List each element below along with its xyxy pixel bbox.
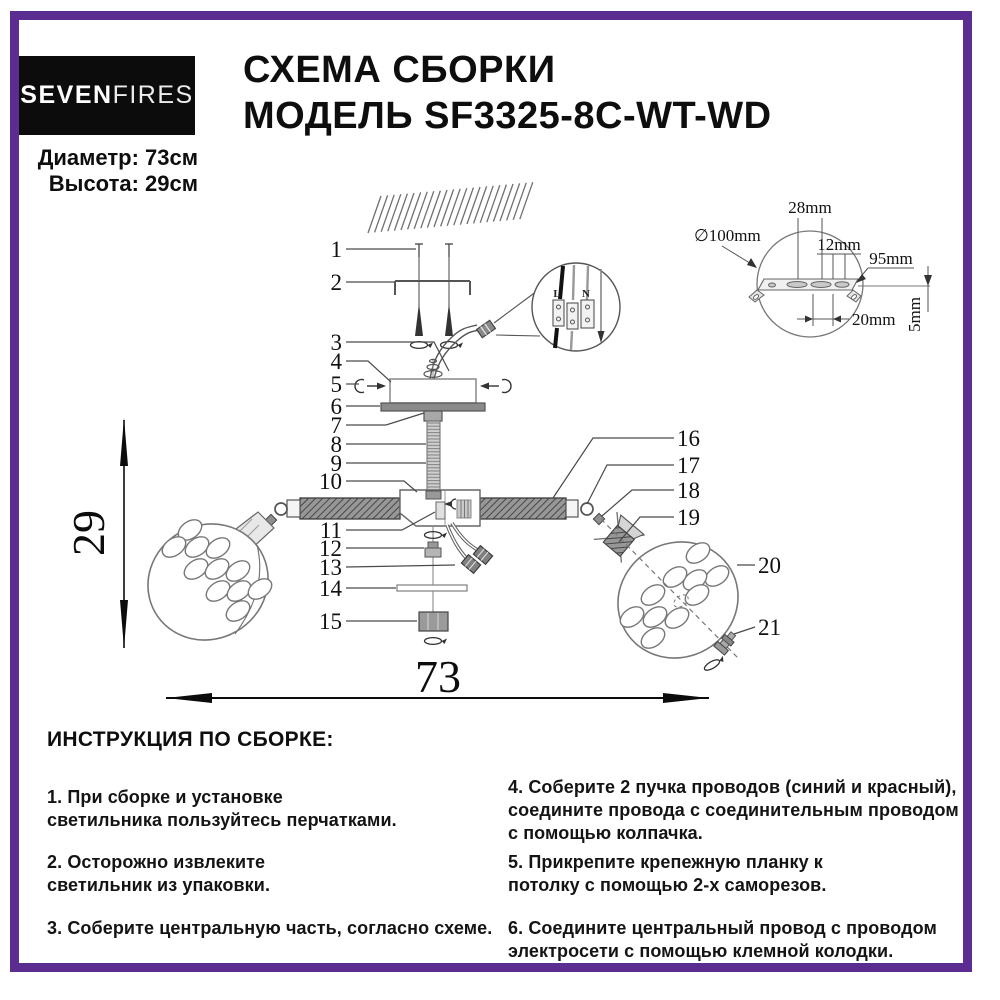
brand-logo-bold: SEVEN	[20, 81, 113, 109]
specs: Диаметр: 73см Высота: 29см	[18, 145, 198, 197]
finial-fastener	[713, 631, 737, 656]
central-hub	[286, 489, 579, 527]
left-arm	[299, 497, 401, 520]
instruction-step-5: 5. Прикрепите крепежную планку к потолку…	[508, 852, 827, 895]
canopy-assembly	[354, 358, 512, 507]
mounting-plate	[757, 278, 859, 291]
purple-border-frame	[10, 11, 972, 972]
part-label-17: 17	[677, 453, 700, 478]
spec-height: Высота: 29см	[48, 171, 198, 196]
rotate-arrow-screw1	[409, 340, 434, 350]
width-value: 73	[415, 651, 461, 702]
part-label-18: 18	[677, 478, 700, 503]
connector-body	[424, 547, 442, 558]
instruction-step-4: 4. Соберите 2 пучка проводов (синий и кр…	[508, 777, 959, 843]
part-label-12: 12	[319, 536, 342, 561]
page-title: СХЕМА СБОРКИ МОДЕЛЬ SF3325-8C-WT-WD	[243, 47, 772, 139]
connector-small	[427, 541, 439, 549]
part-label-9: 9	[331, 451, 343, 476]
part-label-8: 8	[331, 432, 343, 457]
plate-diameter-label: ∅100mm	[694, 226, 761, 245]
flat-plate	[396, 584, 468, 592]
left-shade-assembly	[147, 502, 288, 641]
title-line1: СХЕМА СБОРКИ	[243, 49, 556, 91]
instructions-heading: ИНСТРУКЦИЯ ПО СБОРКЕ:	[47, 728, 334, 751]
part-label-21: 21	[758, 615, 781, 640]
rotate-arrow-finial	[702, 654, 727, 673]
hub-wires	[445, 522, 494, 575]
instruction-step-1: 1. При сборке и установке светильника по…	[47, 787, 397, 830]
instruction-step-2: 2. Осторожно извлеките светильник из упа…	[47, 852, 271, 895]
ceiling-plate	[380, 402, 486, 412]
right-arm	[479, 497, 567, 520]
spec-diameter: Диаметр: 73см	[37, 145, 198, 170]
left-shade-holes	[161, 519, 273, 622]
part-label-19: 19	[677, 505, 700, 530]
instruction-step-3: 3. Соберите центральную часть, согласно …	[47, 918, 493, 938]
right-shade-assembly	[580, 502, 739, 659]
part-label-10: 10	[319, 469, 342, 494]
bracket-detail: ∅100mm 28mm 12mm 95mm 20mm 5mm	[694, 198, 932, 338]
part-label-16: 16	[677, 426, 700, 451]
plate-thickness-label: 5mm	[905, 297, 924, 332]
leader-lines	[345, 248, 756, 635]
canopy-cup	[389, 378, 477, 404]
instruction-step-6: 6. Соедините центральный провод с провод…	[508, 918, 937, 961]
side-screw-right	[480, 378, 512, 394]
part-label-11: 11	[320, 518, 342, 543]
axis-dashed-line	[600, 518, 739, 659]
terminal-detail-circle: L N	[531, 262, 621, 352]
hole-spacing-label: 20mm	[852, 310, 895, 329]
part-label-3: 3	[331, 330, 343, 355]
hub-clamp	[435, 501, 446, 520]
part-label-15: 15	[319, 609, 342, 634]
terminal-label-N: N	[582, 288, 590, 300]
part-label-13: 13	[319, 555, 342, 580]
side-screw-left	[354, 378, 386, 394]
part-label-2: 2	[331, 270, 343, 295]
mounting-screws	[415, 243, 453, 336]
right-shade	[617, 541, 739, 659]
lower-stem	[396, 526, 468, 632]
terminal-label-L: L	[553, 288, 560, 300]
slot-spacing-label: 28mm	[788, 198, 831, 217]
mounting-bracket	[394, 280, 471, 295]
right-shade-holes	[619, 542, 730, 649]
brand-logo-light: FIRES	[112, 81, 194, 109]
part-label-5: 5	[331, 372, 343, 397]
rotate-arrow-stem	[423, 530, 448, 540]
height-value: 29	[63, 510, 114, 556]
part-label-1: 1	[331, 237, 343, 262]
plate-length-label: 95mm	[869, 249, 912, 268]
part-label-7: 7	[331, 413, 343, 438]
dimension-width: 73	[166, 651, 709, 703]
title-line2: МОДЕЛЬ SF3325-8C-WT-WD	[243, 95, 772, 137]
part-label-4: 4	[331, 349, 343, 374]
ceiling-hatch	[367, 181, 534, 234]
slot-width-label: 12mm	[817, 235, 860, 254]
end-block	[418, 611, 449, 632]
dimension-height: 29	[63, 418, 128, 648]
part-label-6: 6	[331, 394, 343, 419]
lock-nut	[423, 410, 443, 422]
part-label-20: 20	[758, 553, 781, 578]
part-label-14: 14	[319, 576, 343, 601]
part-numbers: 1 2 3 4 5 6 7 8 9 10 11 12 13 14 15 16 1…	[319, 237, 781, 640]
rotate-arrow-block	[423, 636, 448, 646]
